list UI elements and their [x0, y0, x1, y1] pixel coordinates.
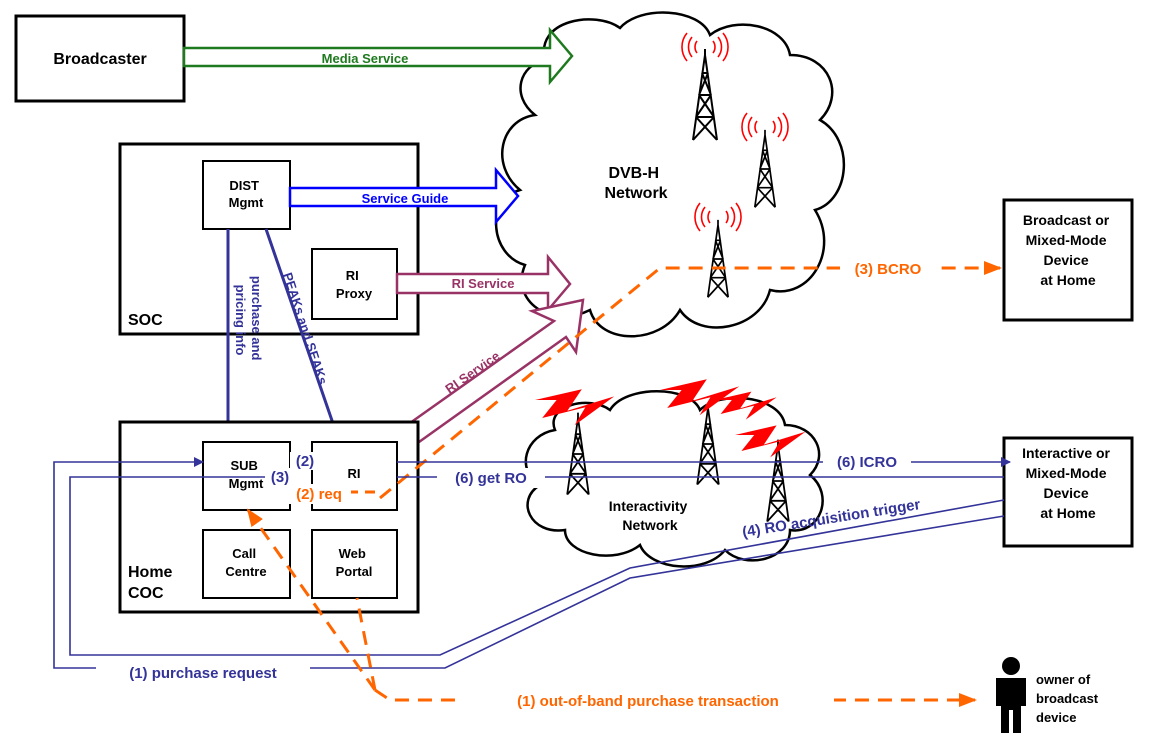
purchase-pricing-label: purchase and pricing info: [233, 276, 264, 364]
oob-to-web-portal: [355, 597, 377, 691]
interactivity-cloud: [524, 390, 824, 568]
interactivity-network-label: Interactivity Network: [609, 498, 691, 533]
call-centre-label: Call Centre: [225, 546, 266, 579]
get-ro-label: (6) get RO: [455, 470, 527, 487]
owner-label: owner of broadcast device: [1036, 672, 1102, 725]
ri-service-ri-arrow: [384, 298, 585, 459]
oob-purchase-label: (1) out-of-band purchase transaction: [517, 693, 779, 710]
media-service-arrow: [182, 26, 574, 86]
web-portal-box: [311, 529, 398, 599]
call-centre-box: [202, 529, 291, 599]
dvbh-network-label: DVB-H Network: [604, 165, 667, 202]
ri-proxy-box: [311, 248, 398, 320]
peaks-seaks-arrow: [264, 228, 340, 439]
req2-label: (2) req: [296, 486, 342, 503]
service-guide-arrow: [288, 166, 520, 226]
sub-mgmt-label: SUB Mgmt: [229, 458, 264, 491]
web-portal-label: Web Portal: [336, 546, 373, 579]
step3-label: (3): [271, 469, 289, 486]
ri-service-proxy-label: RI Service: [452, 276, 515, 291]
home-coc-label: Home COC: [128, 564, 177, 602]
soc-label: SOC: [128, 312, 163, 329]
ri-service-proxy-arrow: [395, 253, 572, 314]
person-icon: [996, 657, 1026, 733]
purchase-request-label: (1) purchase request: [129, 665, 277, 682]
oob-to-call-centre: [246, 508, 377, 691]
broadcast-device-label: Broadcast or Mixed-Mode Device at Home: [1023, 212, 1113, 288]
dist-mgmt-label: DIST Mgmt: [229, 178, 264, 210]
ri-label: RI: [348, 466, 361, 481]
interactive-device-label: Interactive or Mixed-Mode Device at Home: [1022, 445, 1114, 521]
dist-mgmt-box: [202, 160, 291, 230]
broadcast-device-box: [1002, 198, 1134, 322]
oob-to-owner: [374, 688, 977, 707]
step2-label: (2): [296, 453, 314, 470]
broadcaster-label: Broadcaster: [53, 51, 146, 68]
icro-label: (6) ICRO: [837, 454, 897, 471]
interactive-device-box: [1002, 436, 1134, 548]
ri-proxy-label: RI Proxy: [336, 268, 373, 301]
bcro-arrow: [379, 261, 1002, 500]
media-service-label: Media Service: [322, 51, 409, 66]
bcro-label: (3) BCRO: [855, 261, 922, 278]
service-guide-label: Service Guide: [362, 191, 449, 206]
